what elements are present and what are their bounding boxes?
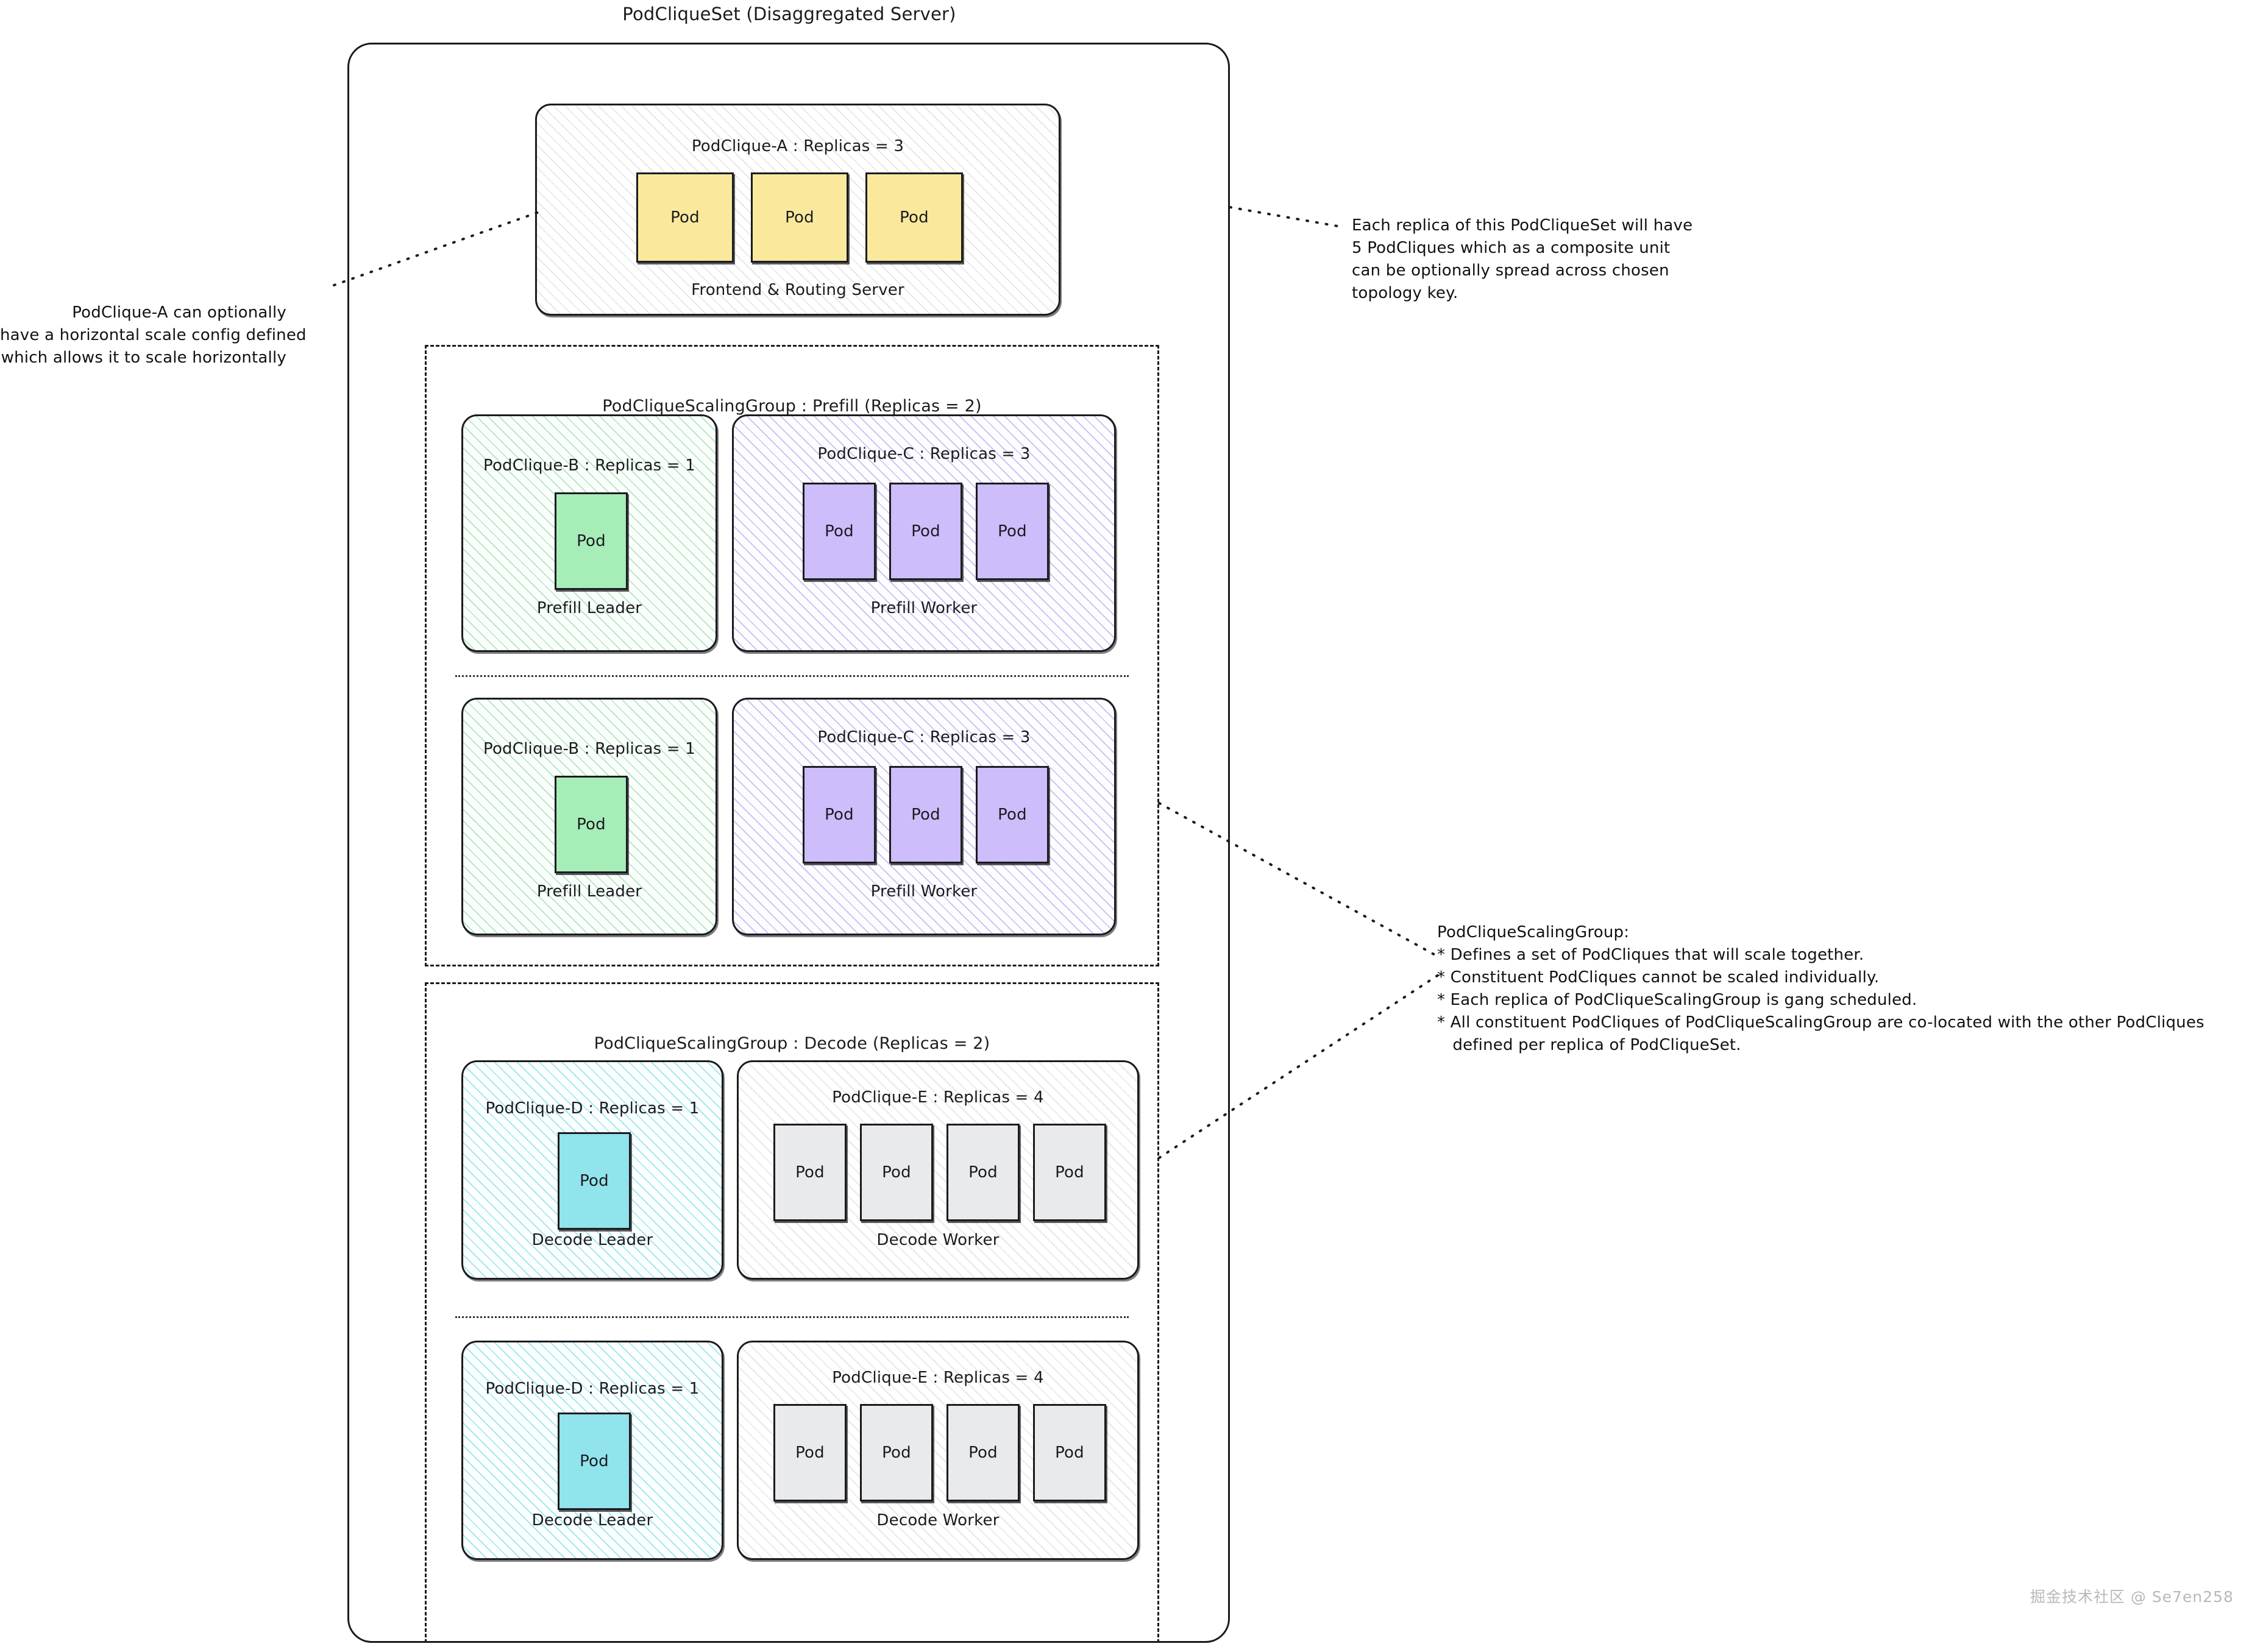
pod[interactable]: Pod bbox=[865, 172, 963, 263]
podclique-footer: Prefill Worker bbox=[870, 882, 978, 901]
pod[interactable]: Pod bbox=[860, 1124, 933, 1221]
podclique-footer: Decode Leader bbox=[531, 1231, 653, 1249]
note-podclique-a-scaling: PodClique-A can optionally have a horizo… bbox=[0, 303, 307, 367]
podclique-panel-right-1-1[interactable]: PodClique-E : Replicas = 4 Decode Worker P… bbox=[737, 1341, 1139, 1560]
podclique-title: PodClique-C : Replicas = 3 bbox=[817, 728, 1031, 746]
scaling-group-title: PodCliqueScalingGroup : Decode (Replicas… bbox=[594, 1034, 990, 1053]
podclique-title: PodClique-A : Replicas = 3 bbox=[691, 137, 904, 155]
podclique-panel-left-0-0[interactable]: PodClique-B : Replicas = 1 Prefill Leader… bbox=[461, 414, 717, 652]
scaling-group-decode[interactable]: PodCliqueScalingGroup : Decode (Replicas… bbox=[425, 982, 1159, 1643]
podclique-footer: Decode Worker bbox=[876, 1511, 1000, 1530]
pod[interactable]: Pod bbox=[773, 1124, 847, 1221]
podclique-footer: Prefill Leader bbox=[536, 599, 642, 617]
pod[interactable]: Pod bbox=[558, 1413, 631, 1510]
podclique-title: PodClique-B : Replicas = 1 bbox=[483, 456, 695, 475]
pod[interactable]: Pod bbox=[773, 1404, 847, 1501]
pod[interactable]: Pod bbox=[889, 483, 962, 580]
connector-podcliqueset bbox=[1229, 206, 1342, 228]
pod[interactable]: Pod bbox=[889, 766, 962, 863]
podclique-panel-a[interactable]: PodClique-A : Replicas = 3 Frontend & Rou… bbox=[535, 104, 1060, 316]
podclique-footer: Prefill Leader bbox=[536, 882, 642, 901]
podclique-footer: Decode Worker bbox=[876, 1231, 1000, 1249]
pod[interactable]: Pod bbox=[555, 492, 628, 590]
note-scaling-group-description: PodCliqueScalingGroup: * Defines a set o… bbox=[1437, 923, 2204, 1054]
podclique-panel-right-0-0[interactable]: PodClique-C : Replicas = 3 Prefill Worker… bbox=[732, 414, 1116, 652]
podclique-panel-right-1-0[interactable]: PodClique-E : Replicas = 4 Decode Worker P… bbox=[737, 1060, 1139, 1280]
scaling-group-prefill[interactable]: PodCliqueScalingGroup : Prefill (Replica… bbox=[425, 345, 1159, 966]
podclique-title: PodClique-B : Replicas = 1 bbox=[483, 740, 695, 758]
scaling-group-title: PodCliqueScalingGroup : Prefill (Replica… bbox=[602, 397, 982, 416]
podclique-footer: Decode Leader bbox=[531, 1511, 653, 1530]
pod[interactable]: Pod bbox=[751, 172, 848, 263]
pod[interactable]: Pod bbox=[558, 1132, 631, 1230]
pod[interactable]: Pod bbox=[946, 1404, 1020, 1501]
note-podcliqueset-spread: Each replica of this PodCliqueSet will h… bbox=[1352, 216, 1693, 302]
podclique-panel-left-0-1[interactable]: PodClique-B : Replicas = 1 Prefill Leader… bbox=[461, 698, 717, 935]
pod[interactable]: Pod bbox=[636, 172, 734, 263]
podclique-panel-right-0-1[interactable]: PodClique-C : Replicas = 3 Prefill Worker… bbox=[732, 698, 1116, 935]
podclique-title: PodClique-E : Replicas = 4 bbox=[832, 1088, 1044, 1107]
pod[interactable]: Pod bbox=[803, 766, 876, 863]
podclique-title: PodClique-D : Replicas = 1 bbox=[485, 1380, 700, 1398]
podclique-footer: Frontend & Routing Server bbox=[691, 281, 904, 299]
pod[interactable]: Pod bbox=[976, 483, 1049, 580]
pod[interactable]: Pod bbox=[555, 776, 628, 873]
podclique-footer: Prefill Worker bbox=[870, 599, 978, 617]
pod[interactable]: Pod bbox=[976, 766, 1049, 863]
pod[interactable]: Pod bbox=[946, 1124, 1020, 1221]
watermark: 掘金技术社区 @ Se7en258 bbox=[2030, 1588, 2234, 1606]
pod[interactable]: Pod bbox=[1033, 1404, 1106, 1501]
replica-divider bbox=[455, 675, 1129, 677]
pod[interactable]: Pod bbox=[803, 483, 876, 580]
replica-divider bbox=[455, 1316, 1129, 1318]
podclique-title: PodClique-E : Replicas = 4 bbox=[832, 1369, 1044, 1387]
pod[interactable]: Pod bbox=[1033, 1124, 1106, 1221]
podclique-title: PodClique-C : Replicas = 3 bbox=[817, 445, 1031, 463]
podcliqueset-title: PodCliqueSet (Disaggregated Server) bbox=[622, 4, 956, 24]
podclique-title: PodClique-D : Replicas = 1 bbox=[485, 1099, 700, 1118]
pod[interactable]: Pod bbox=[860, 1404, 933, 1501]
